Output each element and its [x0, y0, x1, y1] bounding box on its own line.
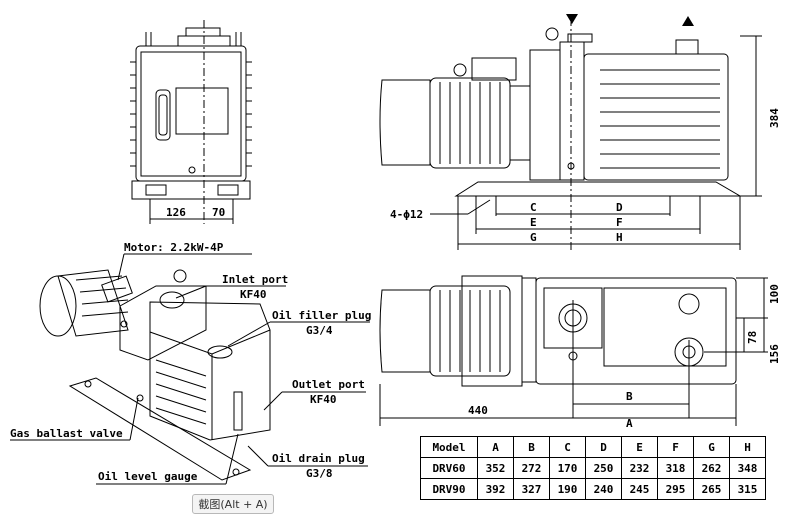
table-cell: 327	[513, 478, 550, 500]
dim-holes: 4-ϕ12	[390, 208, 423, 221]
table-cell: 245	[621, 478, 658, 500]
table-row: DRV60 352 272 170 250 232 318 262 348	[420, 457, 766, 479]
dim-384: 384	[768, 108, 781, 128]
table-cell: 262	[693, 457, 730, 479]
table-header: B	[513, 436, 550, 458]
label-motor: Motor: 2.2kW-4P	[124, 241, 224, 254]
dim-G: G	[530, 231, 537, 244]
table-cell: 318	[657, 457, 694, 479]
table-cell: 250	[585, 457, 622, 479]
table-cell: 392	[477, 478, 514, 500]
table-cell: 272	[513, 457, 550, 479]
table-header: C	[549, 436, 586, 458]
screenshot-button[interactable]: 截图(Alt + A)	[192, 494, 274, 514]
leader-lines	[10, 253, 370, 485]
front-view	[130, 20, 252, 224]
table-cell: DRV60	[420, 457, 478, 479]
label-oil-filler: Oil filler plug	[272, 309, 371, 322]
label-gas-ballast: Gas ballast valve	[10, 427, 123, 440]
table-header: H	[729, 436, 766, 458]
label-oil-filler-size: G3/4	[306, 324, 333, 337]
table-cell: 190	[549, 478, 586, 500]
dim-126: 126	[166, 206, 186, 219]
side-view	[379, 18, 762, 250]
arrow-down-icon	[566, 14, 578, 24]
table-cell: 170	[549, 457, 586, 479]
table-cell: 352	[477, 457, 514, 479]
dim-F: F	[616, 216, 623, 229]
label-oil-level: Oil level gauge	[98, 470, 198, 483]
dim-100: 100	[768, 284, 781, 304]
arrow-up-icon	[682, 16, 694, 26]
label-outlet-size: KF40	[310, 393, 337, 406]
dim-C: C	[530, 201, 537, 214]
spec-table: Model A B C D E F G H DRV60 352 272 170 …	[420, 436, 766, 500]
dim-70: 70	[212, 206, 225, 219]
table-cell: 348	[729, 457, 766, 479]
dim-E: E	[530, 216, 537, 229]
label-inlet-port: Inlet port	[222, 273, 288, 286]
dim-78: 78	[746, 331, 759, 344]
dim-156: 156	[768, 344, 781, 364]
table-header: G	[693, 436, 730, 458]
table-header: A	[477, 436, 514, 458]
table-cell: 240	[585, 478, 622, 500]
table-cell: 295	[657, 478, 694, 500]
label-oil-drain: Oil drain plug	[272, 452, 365, 465]
top-view	[379, 275, 768, 426]
table-header-row: Model A B C D E F G H	[420, 436, 766, 458]
isometric-view	[39, 269, 271, 481]
dim-H: H	[616, 231, 623, 244]
table-header: D	[585, 436, 622, 458]
table-header: F	[657, 436, 694, 458]
table-cell: DRV90	[420, 478, 478, 500]
label-oil-drain-size: G3/8	[306, 467, 333, 480]
label-inlet-size: KF40	[240, 288, 267, 301]
table-cell: 315	[729, 478, 766, 500]
table-cell: 265	[693, 478, 730, 500]
table-cell: 232	[621, 457, 658, 479]
dim-440: 440	[468, 404, 488, 417]
dim-B: B	[626, 390, 633, 403]
label-outlet-port: Outlet port	[292, 378, 365, 391]
dim-D: D	[616, 201, 623, 214]
table-header: Model	[420, 436, 478, 458]
table-header: E	[621, 436, 658, 458]
dim-A: A	[626, 417, 633, 430]
table-row: DRV90 392 327 190 240 245 295 265 315	[420, 478, 766, 500]
